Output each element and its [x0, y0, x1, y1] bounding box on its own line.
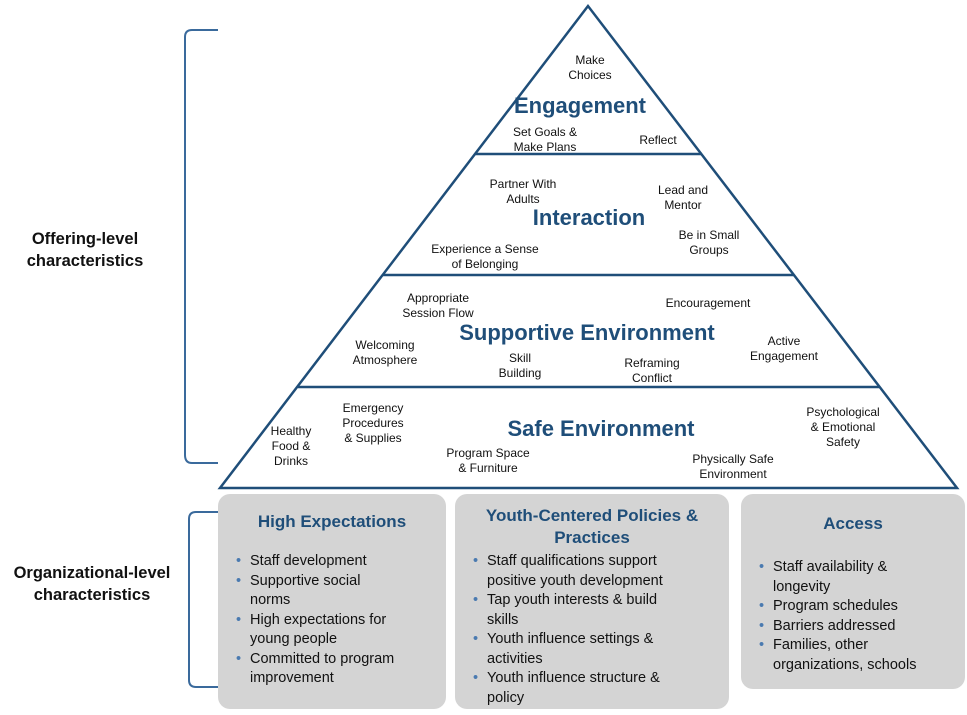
safe-environment-title: Safe Environment — [507, 416, 695, 441]
access-list: Staff availability &longevity Program sc… — [759, 558, 963, 675]
access-title: Access — [823, 514, 883, 533]
organizational-level-bracket — [188, 511, 218, 688]
offering-level-label: Offering-level characteristics — [26, 230, 144, 270]
youth-centered-title: Youth-Centered Policies &Practices — [485, 506, 699, 547]
high-expectations-title: High Expectations — [257, 512, 407, 531]
reflect-label: Reflect — [639, 133, 677, 147]
list-item: Staff development — [236, 552, 442, 572]
high-expectations-list: Staff development Supportive socialnorms… — [236, 552, 442, 689]
pyramid-outline — [217, 3, 960, 490]
engagement-title: Engagement — [513, 93, 647, 118]
offering-level-bracket — [184, 29, 218, 464]
program-space-label: Program Space& Furniture — [446, 446, 530, 475]
list-item: Barriers addressed — [759, 617, 963, 637]
supportive-environment-title: Supportive Environment — [459, 320, 715, 345]
list-item: Youth influence settings &activities — [473, 630, 727, 669]
interaction-title: Interaction — [532, 205, 646, 230]
organizational-level-label: Organizational-level characteristics — [13, 564, 171, 604]
list-item: Staff availability &longevity — [759, 558, 963, 597]
list-item: Program schedules — [759, 597, 963, 617]
list-item: Youth influence structure &policy — [473, 669, 727, 708]
set-goals-label: Set Goals &Make Plans — [512, 125, 578, 154]
encouragement-label: Encouragement — [665, 296, 751, 310]
